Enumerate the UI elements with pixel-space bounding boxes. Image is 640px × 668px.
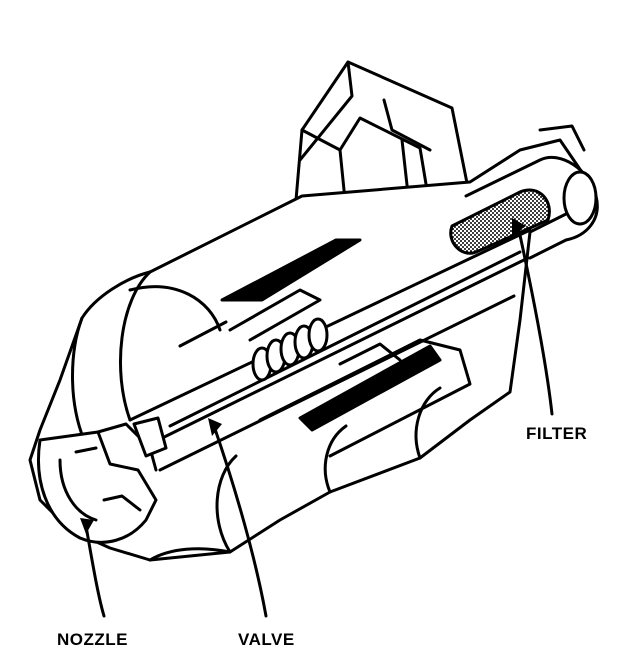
valve-label: VALVE <box>238 630 295 649</box>
valve-arrowhead <box>208 418 222 436</box>
solenoid-coil-lower <box>258 338 472 458</box>
valve-spring <box>251 317 329 382</box>
filter-label: FILTER <box>526 424 588 443</box>
nozzle-leader <box>84 524 106 618</box>
arrowheads <box>80 218 526 534</box>
filter-screen <box>449 188 551 255</box>
valve-leader <box>212 424 268 618</box>
nozzle-end <box>37 422 158 544</box>
leader-lines <box>84 224 554 618</box>
nozzle-label: NOZZLE <box>57 630 128 649</box>
filter-leader <box>516 224 554 416</box>
solenoid-coil-upper <box>178 238 362 348</box>
inlet-tube <box>464 124 599 260</box>
nozzle-arrowhead <box>80 518 94 534</box>
filter-arrowhead <box>512 218 526 236</box>
